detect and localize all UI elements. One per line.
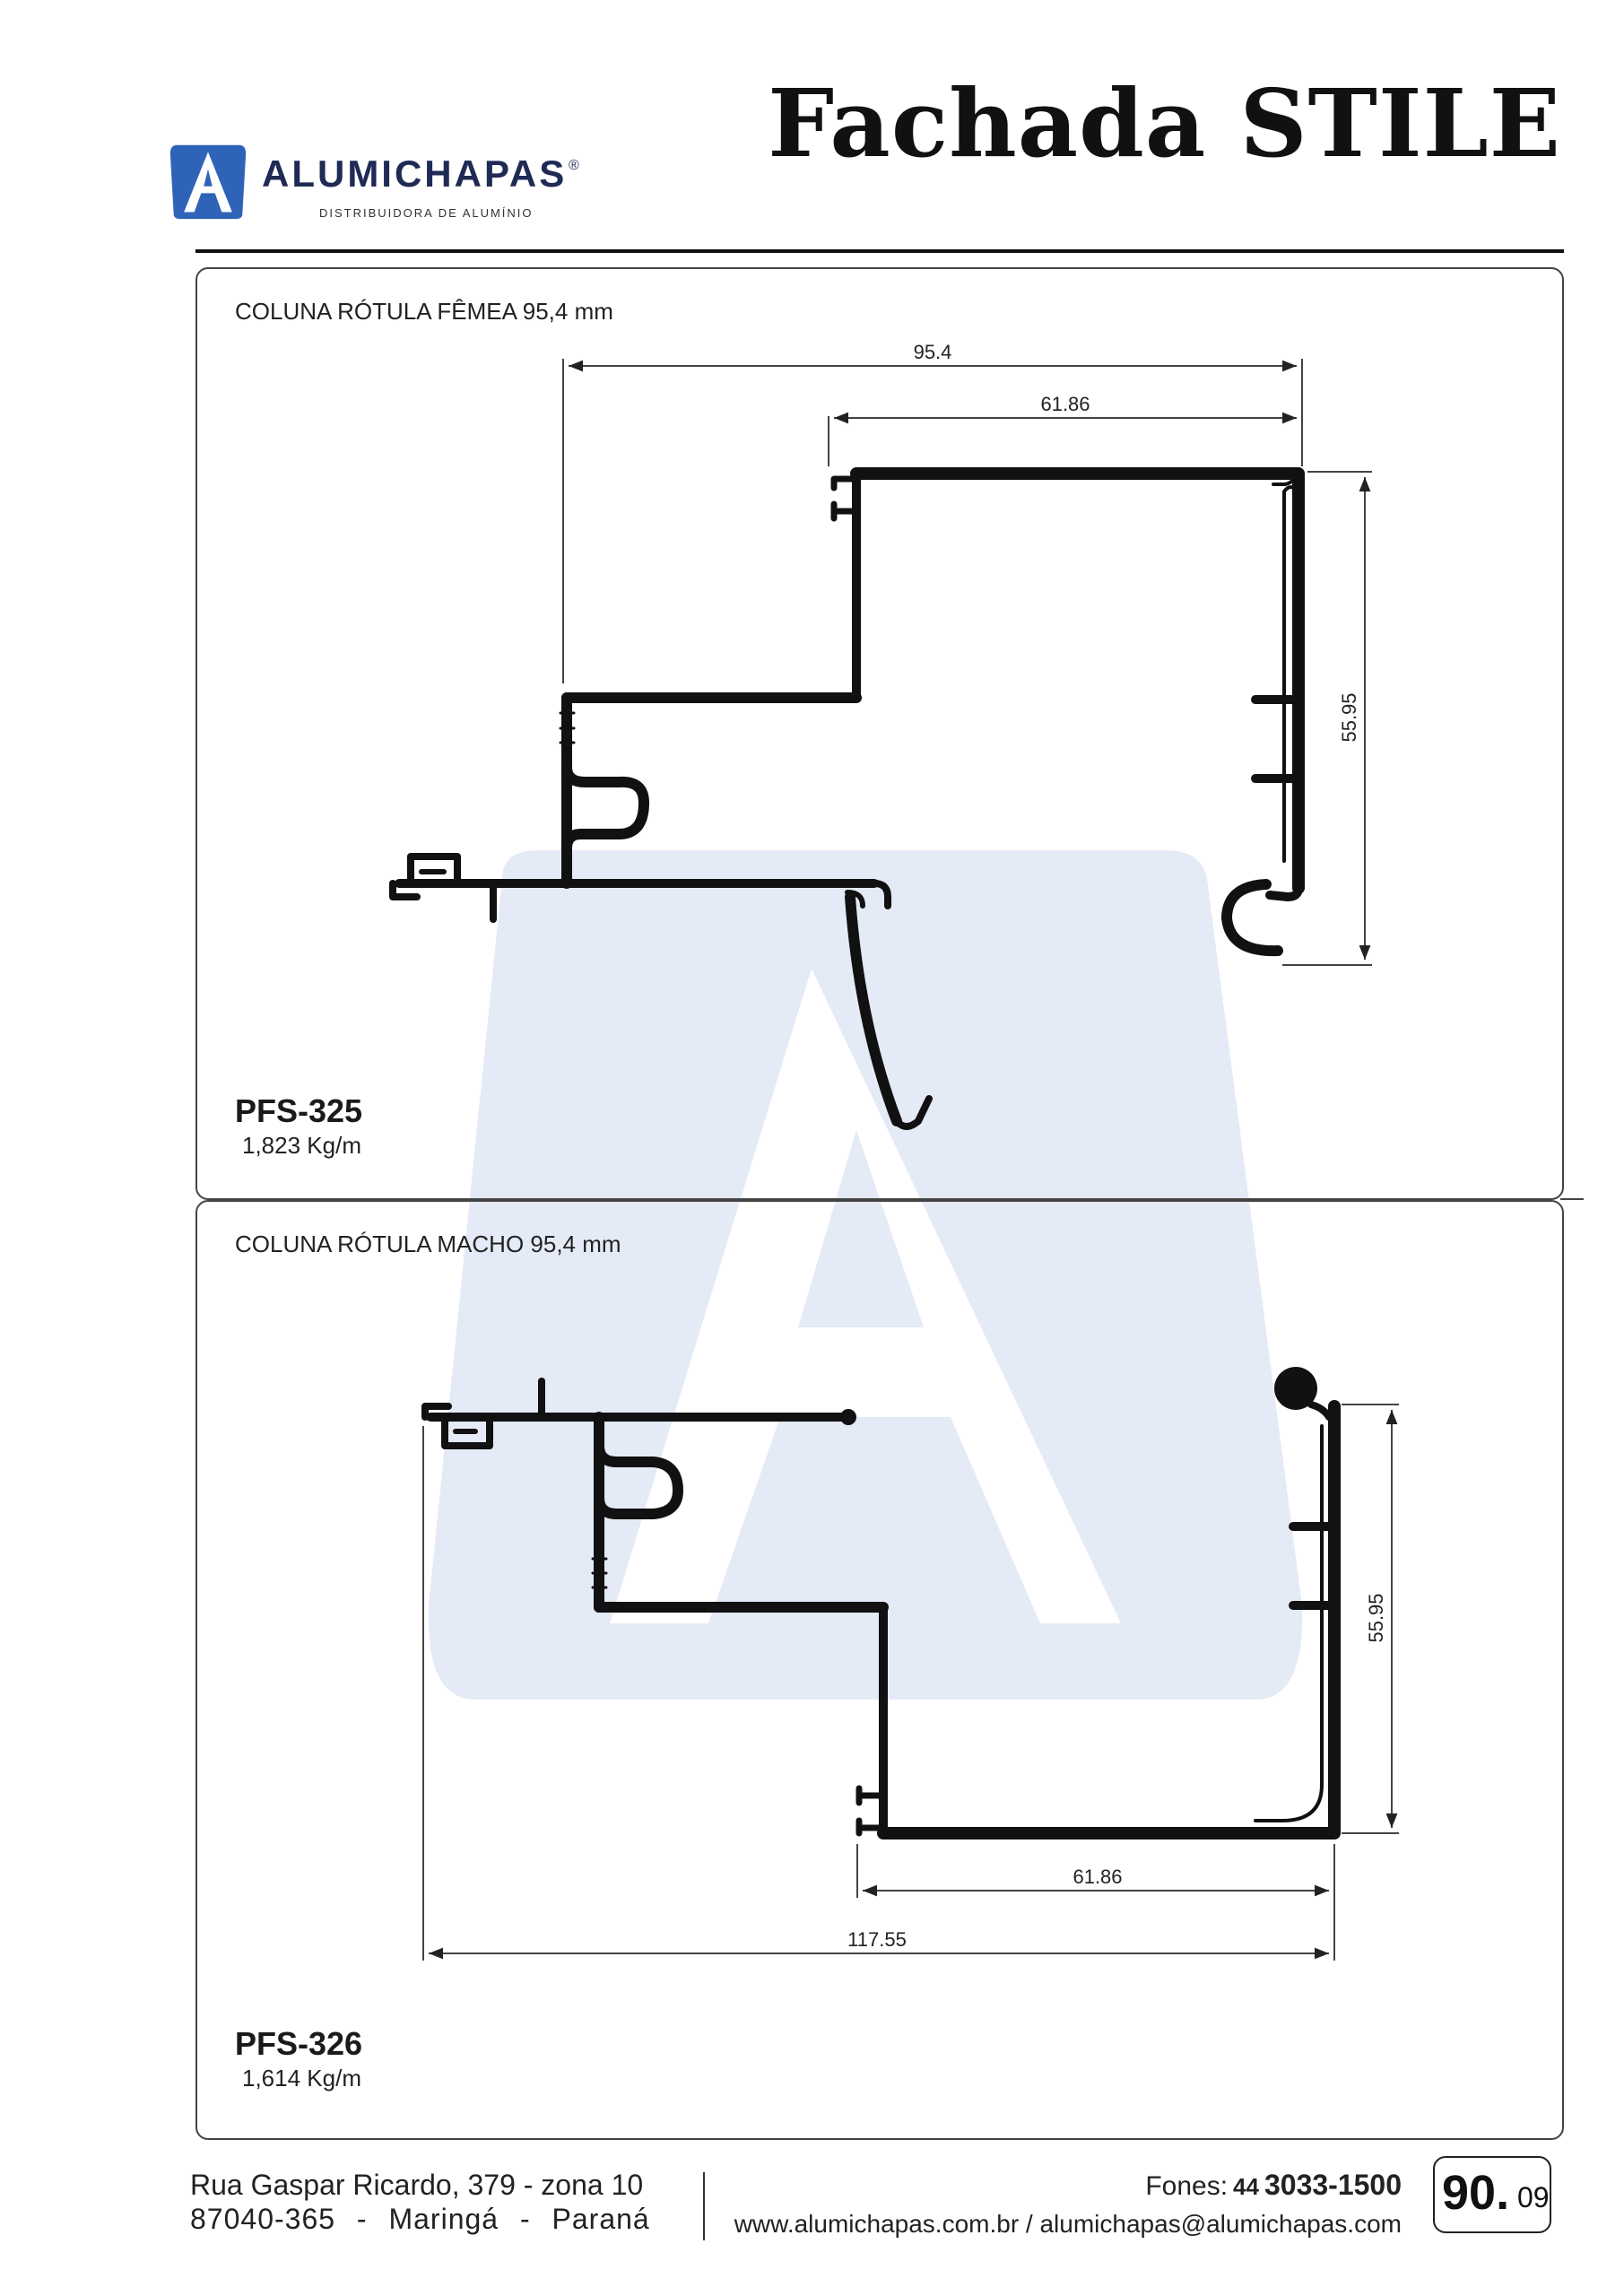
profile-code: PFS-325 xyxy=(235,1092,363,1129)
footer-address-line-2: 87040-365 - Maringá - Paraná xyxy=(190,2203,650,2235)
alumichapas-logo-icon xyxy=(169,144,247,220)
panel-edge-tick xyxy=(1560,1198,1584,1200)
profile-panel-pfs-325: COLUNA RÓTULA FÊMEA 95,4 mm PFS-325 1,82… xyxy=(195,267,1564,1200)
dimension-total-width: 117.55 xyxy=(847,1928,907,1951)
page-number-sub: 09 xyxy=(1517,2181,1550,2213)
profile-title: COLUNA RÓTULA MACHO 95,4 mm xyxy=(235,1231,621,1257)
header-divider xyxy=(195,249,1564,253)
profile-drawing-pfs-326 xyxy=(421,1367,1341,1839)
footer-address-line-1: Rua Gaspar Ricardo, 379 - zona 10 xyxy=(190,2169,644,2201)
phones-number: 3033-1500 xyxy=(1264,2169,1402,2201)
profile-weight: 1,823 Kg/m xyxy=(242,1132,361,1159)
phones-label: Fones: xyxy=(1145,2171,1229,2201)
dimension-lines-pfs-325 xyxy=(562,359,1372,966)
dimension-lines-pfs-326 xyxy=(422,1404,1399,1961)
page-number-main: 90. xyxy=(1442,2166,1510,2220)
footer-website-email[interactable]: www.alumichapas.com.br / alumichapas@alu… xyxy=(734,2210,1402,2238)
profile-code: PFS-326 xyxy=(235,2025,363,2062)
footer-divider xyxy=(703,2172,705,2240)
profile-weight: 1,614 Kg/m xyxy=(242,2065,361,2092)
profile-panel-pfs-326: COLUNA RÓTULA MACHO 95,4 mm PFS-326 1,61… xyxy=(195,1200,1564,2140)
page-number-badge: 90. 09 xyxy=(1433,2156,1551,2233)
dimension-height: 55.95 xyxy=(1338,692,1360,742)
dimension-body-width: 61.86 xyxy=(1040,393,1090,415)
brand-tagline: DISTRIBUIDORA DE ALUMÍNIO xyxy=(319,206,534,220)
brand-name: ALUMICHAPAS xyxy=(262,152,568,195)
dimension-height: 55.95 xyxy=(1365,1593,1387,1642)
profile-drawing-pfs-325 xyxy=(389,467,1305,1130)
profile-title: COLUNA RÓTULA FÊMEA 95,4 mm xyxy=(235,298,613,325)
brand-registered-mark: ® xyxy=(569,158,579,173)
phones-area-code: 44 xyxy=(1233,2173,1259,2200)
dimension-body-width: 61.86 xyxy=(1073,1866,1122,1888)
dimension-total-width: 95.4 xyxy=(914,341,952,363)
document-title: Fachada STILE xyxy=(768,68,1561,178)
